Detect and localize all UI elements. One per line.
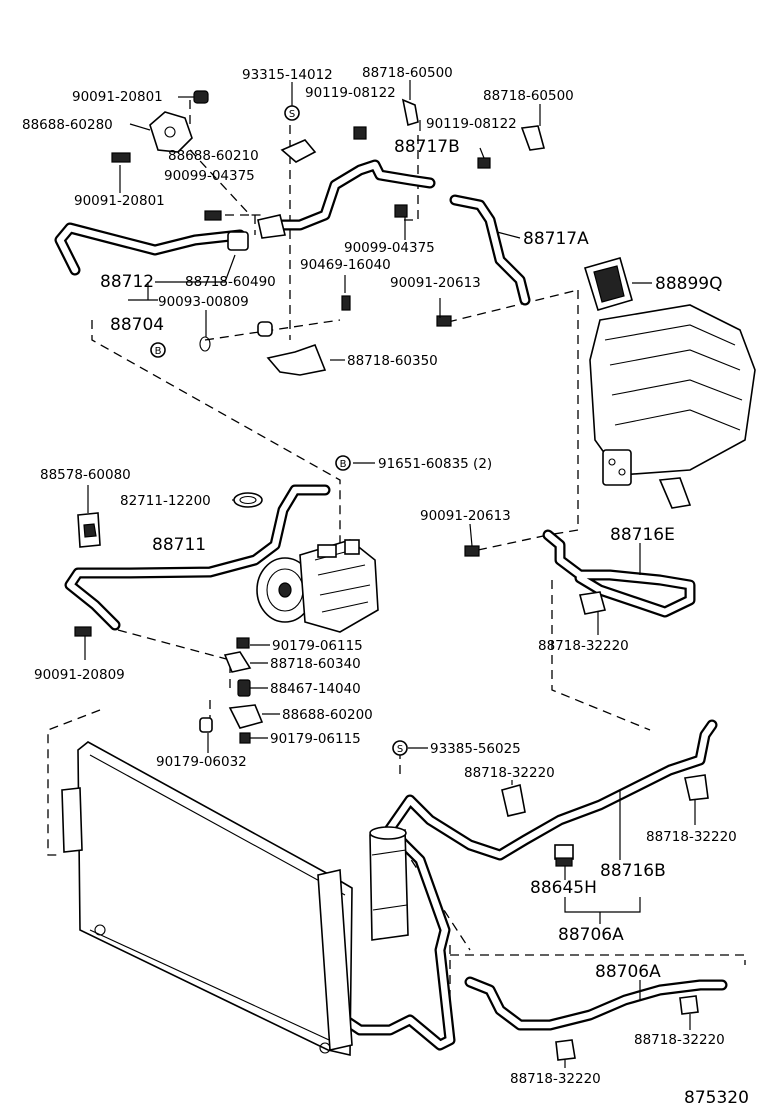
s-marker-text-2: S (397, 744, 403, 755)
bolt-90091-20613-b-icon (464, 545, 480, 557)
label-90119-08122-a: 90119-08122 (305, 85, 396, 101)
b-marker-text-2: B (340, 459, 347, 470)
compressor-icon (256, 539, 379, 633)
clamp-88718-32220-d-icon (679, 995, 699, 1015)
s-marker-93385-icon: S (392, 740, 408, 756)
label-90091-20809: 90091-20809 (34, 667, 125, 683)
label-88688-60210: 88688-60210 (168, 148, 259, 164)
label-88688-60200: 88688-60200 (282, 707, 373, 723)
cushion-icon (257, 321, 273, 337)
clamp-88718-32220-e-icon (555, 1039, 576, 1061)
connector-88718-60500-b-icon (520, 125, 546, 151)
label-90099-04375-a: 90099-04375 (164, 168, 255, 184)
s-marker-93315-icon: S (284, 105, 300, 121)
label-90093-00809: 90093-00809 (158, 294, 249, 310)
label-88706A-a: 88706A (558, 925, 624, 945)
bolt-90119-08122-b-icon (477, 157, 491, 169)
bolt-90469-16040-icon (341, 295, 351, 311)
seal-88899Q-icon (583, 257, 633, 311)
label-88706A-b: 88706A (595, 962, 661, 982)
switch-88645H-icon (554, 844, 574, 867)
part-number-labels: 90091-20801 88688-60280 93315-14012 8871… (22, 65, 749, 1108)
label-88718-60350: 88718-60350 (347, 353, 438, 369)
leader-lines (84, 80, 696, 1068)
label-88711: 88711 (152, 535, 206, 555)
label-88467-14040: 88467-14040 (270, 681, 361, 697)
label-90091-20801-b: 90091-20801 (74, 193, 165, 209)
b-marker-icon: B (150, 342, 166, 358)
bolt-90091-20801-b-icon (111, 152, 131, 163)
clamp-88718-32220-b-icon (501, 783, 526, 817)
switch-88467-14040-icon (237, 679, 251, 697)
nut-90179-06115-b-icon (239, 732, 251, 744)
bolt-90091-20809-icon (74, 626, 92, 637)
label-88718-32220-e: 88718-32220 (510, 1071, 601, 1087)
label-88718-60500-b: 88718-60500 (483, 88, 574, 104)
receiver-drier-icon (369, 826, 409, 941)
b-marker-91651-icon: B (335, 455, 351, 471)
label-88718-32220-d: 88718-32220 (634, 1032, 725, 1048)
label-90119-08122-b: 90119-08122 (426, 116, 517, 132)
label-88645H: 88645H (530, 878, 597, 898)
label-88716E: 88716E (610, 525, 675, 545)
label-90099-04375-b: 90099-04375 (344, 240, 435, 256)
label-88899Q: 88899Q (655, 274, 722, 294)
label-90091-20613-b: 90091-20613 (420, 508, 511, 524)
evaporator-unit-icon (589, 304, 756, 509)
label-88718-32220-a: 88718-32220 (538, 638, 629, 654)
label-91651-60835: 91651-60835 (2) (378, 456, 492, 472)
oring-90093-00809-icon (199, 336, 211, 352)
diagram-id-label: 875320 (684, 1088, 749, 1108)
clamp-88718-32220-c-icon (684, 774, 709, 801)
label-88578-60080: 88578-60080 (40, 467, 131, 483)
bolt-90119-08122-a-icon (353, 126, 367, 140)
label-88716B: 88716B (600, 861, 666, 881)
b-marker-text: B (155, 346, 162, 357)
label-88718-32220-b: 88718-32220 (464, 765, 555, 781)
label-88718-32220-c: 88718-32220 (646, 829, 737, 845)
pad-88578-60080-icon (77, 512, 101, 548)
clamp-88688-60210-icon (280, 139, 317, 163)
label-93315-14012: 93315-14012 (242, 67, 333, 83)
bolt-90091-20613-a-icon (436, 315, 452, 327)
bolt-90091-20801-a-icon (193, 90, 209, 104)
fitting-88718-60490-icon (227, 214, 286, 251)
s-marker-text: S (289, 109, 295, 120)
label-90091-20801-a: 90091-20801 (72, 89, 163, 105)
label-88688-60280: 88688-60280 (22, 117, 113, 133)
label-88718-60500-a: 88718-60500 (362, 65, 453, 81)
nut-90179-06032-icon (199, 717, 213, 733)
ring-82711-12200-icon (233, 492, 263, 508)
connector-88718-60500-a-icon (401, 98, 419, 127)
label-90179-06032: 90179-06032 (156, 754, 247, 770)
label-88718-60490: 88718-60490 (185, 274, 276, 290)
label-90179-06115-a: 90179-06115 (272, 638, 363, 654)
label-90091-20613-a: 90091-20613 (390, 275, 481, 291)
bolt-90099-04375-a-icon (204, 210, 222, 221)
bracket-88688-60200-icon (228, 704, 264, 729)
clamp-88718-32220-a-icon (578, 591, 607, 615)
condenser-icon (61, 741, 353, 1056)
clamp-88718-60350-icon (266, 343, 327, 376)
label-90179-06115-b: 90179-06115 (270, 731, 361, 747)
label-88712: 88712 (100, 272, 154, 292)
label-90469-16040: 90469-16040 (300, 257, 391, 273)
label-88704: 88704 (110, 315, 164, 335)
label-88717B: 88717B (394, 137, 460, 157)
bracket-88718-60340-icon (223, 651, 252, 673)
label-88718-60340: 88718-60340 (270, 656, 361, 672)
label-88717A: 88717A (523, 229, 589, 249)
hoses-and-pipes (54, 159, 728, 1051)
bolt-90099-04375-b-icon (394, 204, 408, 218)
label-82711-12200: 82711-12200 (120, 493, 211, 509)
bracket-88688-60280-icon (149, 111, 193, 153)
nut-90179-06115-a-icon (236, 637, 250, 649)
label-93385-56025: 93385-56025 (430, 741, 521, 757)
reference-dashed-lines (47, 100, 746, 1005)
